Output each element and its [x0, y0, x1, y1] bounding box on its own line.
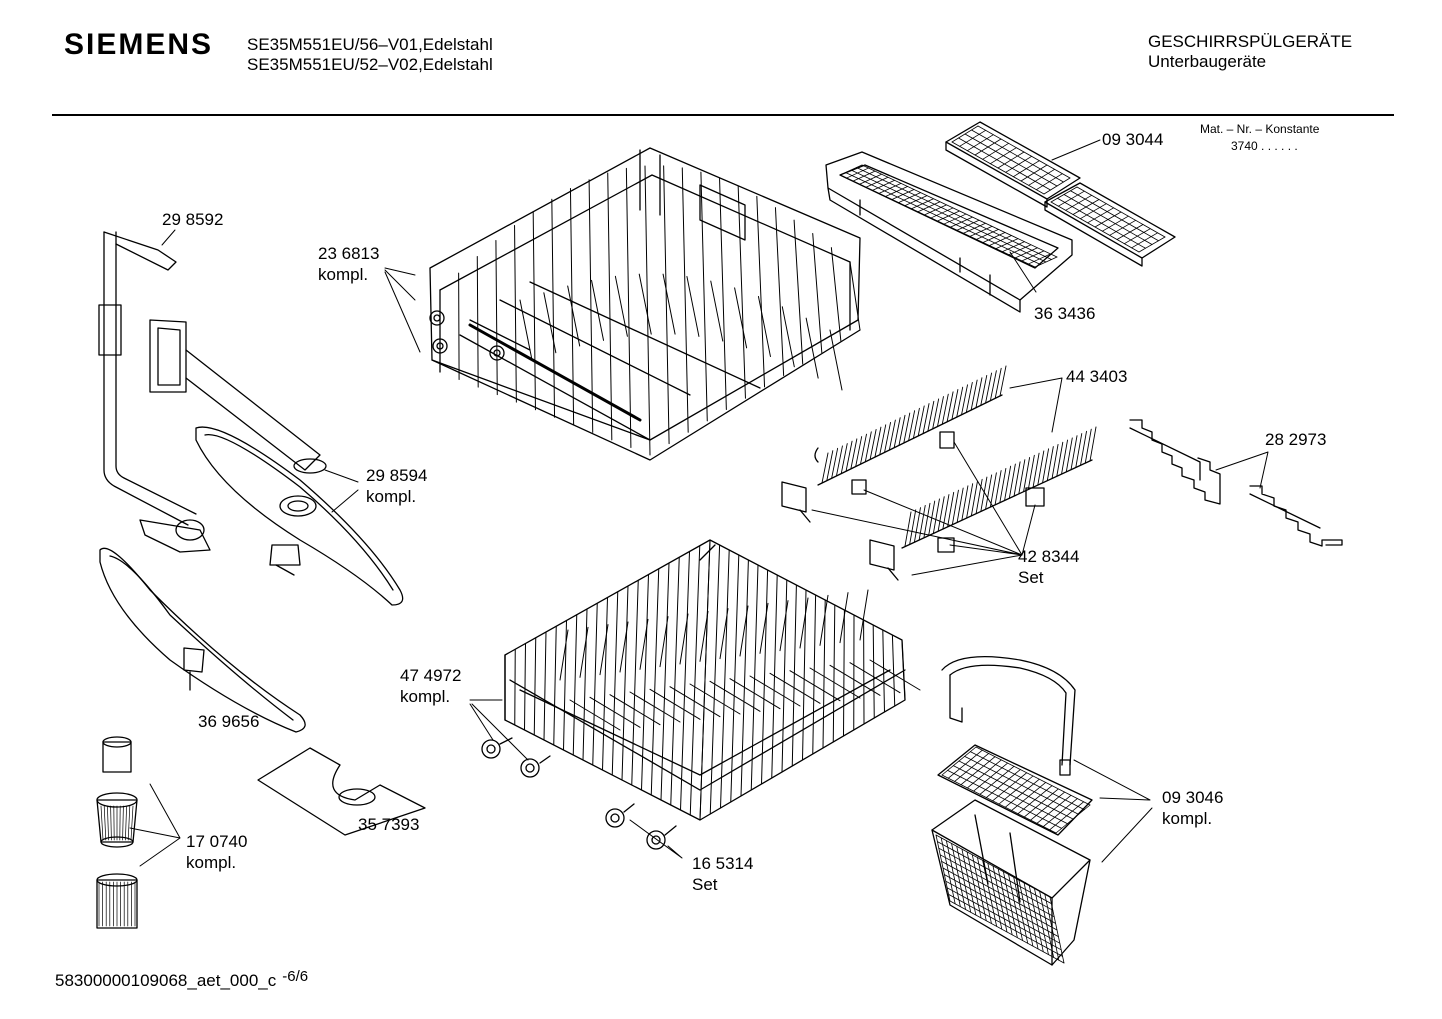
material-number-value: 3740 . . . . . .	[1231, 139, 1298, 153]
leader-lines	[130, 140, 1268, 866]
page-number: -6/6	[282, 968, 309, 985]
stepped-rack-lower	[1250, 486, 1342, 546]
cutlery-tray	[826, 152, 1072, 312]
tine-row-upper	[815, 366, 1006, 485]
upper-basket	[430, 148, 860, 460]
model-line-2: SE35M551EU/52–V02,Edelstahl	[247, 55, 493, 74]
spray-pipe	[99, 232, 326, 552]
upper-spray-arm	[196, 427, 403, 605]
part-label-369656: 36 9656	[198, 712, 260, 731]
basket-wheels	[482, 738, 676, 849]
part-label-282973: 28 2973	[1265, 430, 1327, 449]
filter-set	[97, 737, 137, 928]
category-title: GESCHIRRSPÜLGERÄTE	[1148, 32, 1353, 51]
part-label-443403: 44 3403	[1066, 367, 1128, 386]
brand-logo: SIEMENS	[64, 28, 214, 61]
lower-spray-arm	[100, 548, 305, 732]
part-label-093044: 09 3044	[1102, 130, 1164, 149]
tine-row-lower	[902, 427, 1096, 548]
cutlery-basket	[932, 657, 1092, 965]
material-number-label: Mat. – Nr. – Konstante	[1200, 122, 1320, 136]
filter-plate	[258, 748, 425, 835]
stepped-rack-upper	[1130, 420, 1220, 504]
part-label-363436: 36 3436	[1034, 304, 1096, 323]
part-label-357393: 35 7393	[358, 815, 420, 834]
header-divider	[52, 114, 1394, 116]
document-id: 58300000109068_aet_000_c	[55, 971, 277, 990]
tray-insert-lower	[1045, 183, 1175, 266]
tine-clips	[782, 432, 1044, 580]
lower-basket	[505, 540, 920, 820]
subcategory-title: Unterbaugeräte	[1148, 52, 1267, 71]
model-line-1: SE35M551EU/56–V01,Edelstahl	[247, 35, 493, 54]
document-footer: 58300000109068_aet_000_c -6/6	[55, 968, 309, 991]
part-label-298592: 29 8592	[162, 210, 224, 229]
